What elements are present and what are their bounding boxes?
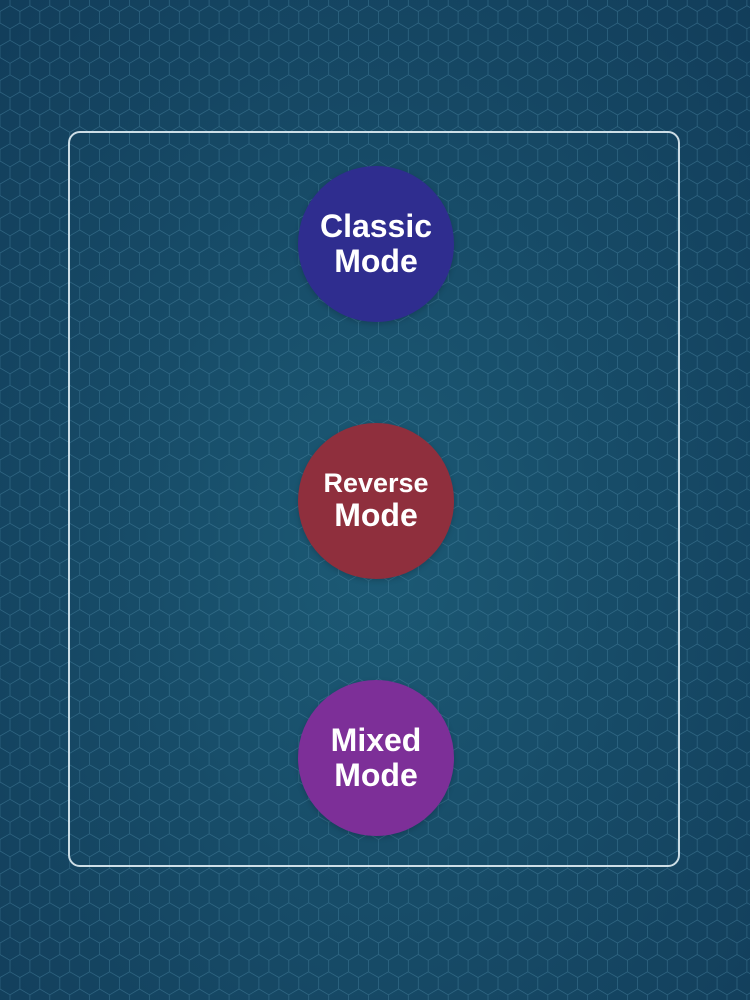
mixed-mode-label-line2: Mode — [334, 757, 418, 793]
mixed-mode-label-line1: Mixed — [330, 722, 422, 759]
classic-mode-label-line1: Classic — [319, 208, 433, 245]
mode-select-panel — [68, 131, 680, 867]
reverse-mode-button[interactable]: Reverse Mode — [298, 423, 454, 579]
classic-mode-button[interactable]: Classic Mode — [298, 166, 454, 322]
reverse-mode-label-line1: Reverse — [323, 468, 429, 499]
classic-mode-label-line2: Mode — [334, 243, 418, 279]
reverse-mode-label-line2: Mode — [334, 497, 418, 534]
mixed-mode-button[interactable]: Mixed Mode — [298, 680, 454, 836]
